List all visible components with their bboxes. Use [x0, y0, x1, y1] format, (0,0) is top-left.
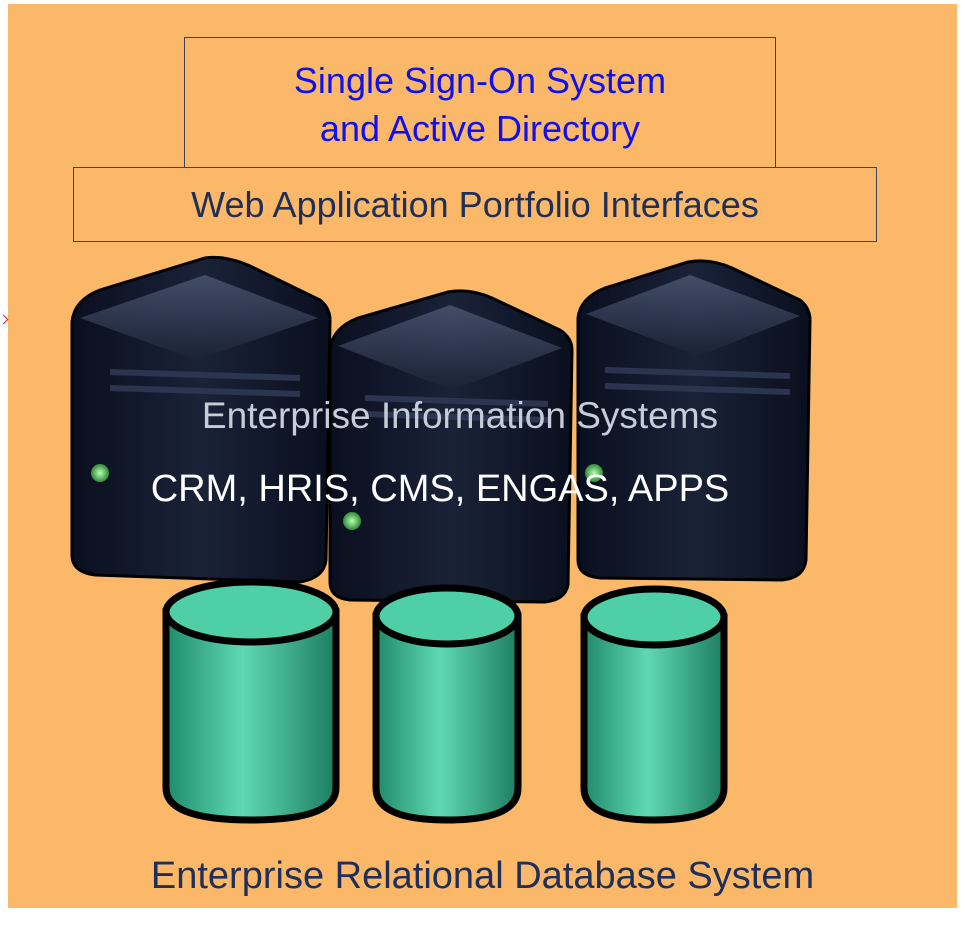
database-icon	[162, 578, 340, 824]
sso-line-1: Single Sign-On System	[293, 59, 667, 101]
sso-line-2: and Active Directory	[319, 107, 641, 149]
database-caption: Enterprise Relational Database System	[150, 855, 815, 897]
web-portfolio-label: Web Application Portfolio Interfaces	[191, 183, 759, 225]
server-icon	[328, 289, 574, 604]
eis-systems-list: CRM, HRIS, CMS, ENGAS, APPS	[150, 468, 730, 510]
database-icon	[372, 584, 522, 824]
sso-box: Single Sign-On System and Active Directo…	[184, 37, 776, 172]
eis-title: Enterprise Information Systems	[201, 395, 719, 436]
database-icon	[580, 585, 728, 824]
web-portfolio-box: Web Application Portfolio Interfaces	[73, 167, 877, 242]
server-icon	[70, 255, 332, 584]
server-icon	[576, 259, 812, 582]
